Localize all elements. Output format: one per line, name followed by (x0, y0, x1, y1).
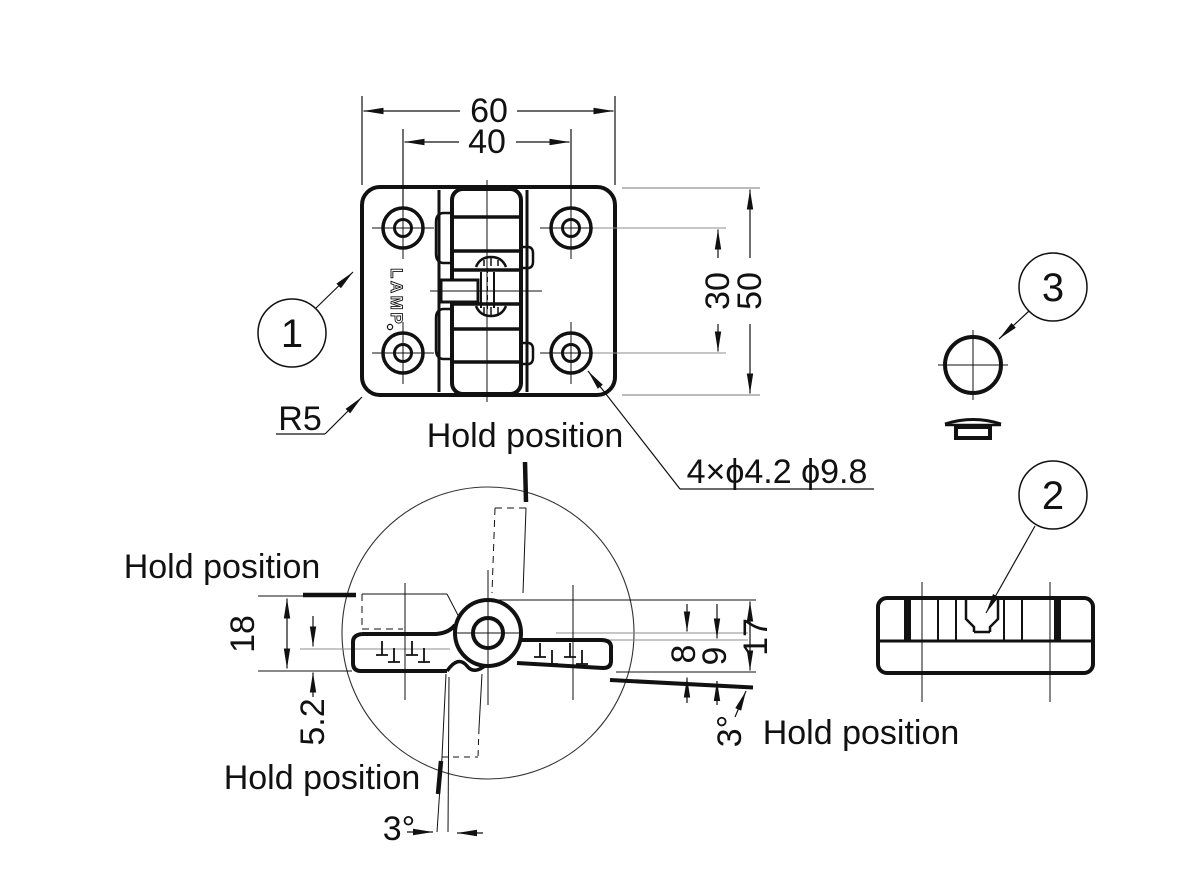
side-view (258, 461, 756, 833)
label-hold-position-bottom: Hold position (224, 759, 421, 797)
dim-18: 18 (224, 615, 262, 653)
top-view-dimensions (276, 96, 874, 490)
callout-number-3: 3 (1042, 266, 1064, 310)
callouts (257, 252, 1088, 614)
side-view-dimensions (283, 598, 754, 837)
callout-number-2: 2 (1042, 474, 1064, 518)
leaf-clip-details (376, 641, 588, 665)
door-bottom-position (435, 673, 483, 833)
detent-lower (474, 305, 508, 318)
part2-profile-view (876, 582, 1095, 702)
label-hold-position-left: Hold position (124, 548, 321, 586)
dim-17: 17 (737, 618, 775, 656)
detent-upper (474, 255, 508, 268)
dim-corner-radius: R5 (278, 400, 321, 438)
callout-balloon-2 (1018, 460, 1088, 530)
dim-width-60: 60 (470, 92, 508, 130)
callout-balloon-1 (257, 298, 327, 368)
dim-height-50: 50 (731, 272, 769, 310)
dim-angle-right: 3° (711, 715, 749, 748)
door-top-position (491, 461, 529, 594)
dim-width-40: 40 (468, 123, 506, 161)
hold-surface-right (609, 678, 754, 690)
part3-cap-views (938, 330, 1008, 440)
callout-number-1: 1 (281, 312, 303, 356)
label-hold-position-right: Hold position (763, 714, 960, 752)
dim-8: 8 (665, 645, 703, 664)
dim-height-30: 30 (699, 272, 737, 310)
callout-balloon-3 (1018, 252, 1088, 322)
label-hold-position-top: Hold position (427, 417, 624, 455)
dim-hole-spec: 4×ϕ4.2 ϕ9.8 (687, 453, 868, 491)
cap-side-view (944, 418, 1002, 440)
dim-5-2: 5.2 (294, 698, 332, 745)
dim-angle-bottom: 3° (383, 810, 416, 848)
dim-9: 9 (696, 647, 734, 666)
top-view: LAMP (360, 180, 617, 402)
brand-logo: LAMP (387, 268, 406, 326)
